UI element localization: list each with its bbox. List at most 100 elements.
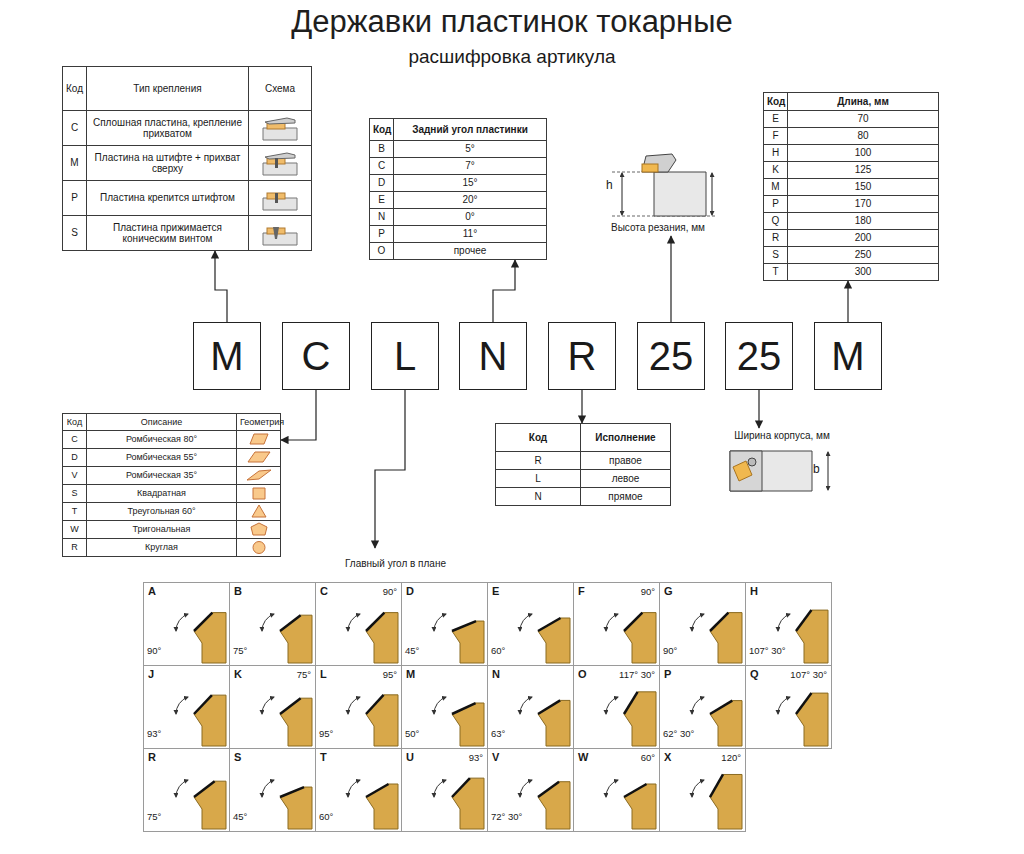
- cell-letter: C: [320, 585, 328, 597]
- connector-arrow: [281, 390, 316, 440]
- table-cell: 70: [857, 113, 868, 124]
- data-table: КодЗадний угол пластинкиB5°C7°D15°E20°N0…: [369, 118, 547, 260]
- cell-letter: B: [234, 585, 242, 597]
- cell-letter: P: [664, 668, 671, 680]
- table-header: Геометрия: [240, 417, 284, 427]
- dimension-figure: Высота резания, мм: [598, 150, 718, 236]
- connector-arrow: [581, 390, 582, 423]
- table-cell: 250: [855, 249, 872, 260]
- angle-value: 90°: [641, 586, 655, 597]
- table-cell: K: [772, 164, 779, 175]
- table-header: Код: [67, 417, 82, 427]
- angle-cell: S45°: [229, 748, 316, 832]
- angle-value: 50°: [405, 728, 419, 739]
- code-table: КодЗадний угол пластинкиB5°C7°D15°E20°N0…: [369, 118, 547, 260]
- table-cell: C: [71, 122, 78, 133]
- angle-cell: O117° 30°: [573, 665, 660, 749]
- cell-letter: H: [750, 585, 758, 597]
- angle-value: 90°: [147, 645, 161, 656]
- table-cell: W: [70, 524, 79, 534]
- cell-letter: L: [320, 668, 327, 680]
- cell-letter: D: [406, 585, 414, 597]
- code-box: L: [371, 322, 439, 390]
- table-header: Код: [373, 124, 391, 135]
- code-box: M: [814, 322, 882, 390]
- cell-letter: T: [320, 751, 327, 763]
- code-letter: M: [831, 334, 864, 379]
- cell-letter: O: [578, 668, 587, 680]
- cell-letter: N: [492, 668, 500, 680]
- code-table: КодДлина, ммE70F80H100K125M150P170Q180R2…: [763, 92, 939, 281]
- code-letter: L: [394, 334, 416, 379]
- table-cell: Круглая: [145, 542, 178, 552]
- angle-value: 62° 30°: [663, 728, 694, 739]
- code-letter: C: [302, 334, 331, 379]
- table-cell: Пластина на штифте + прихват сверху: [95, 152, 241, 175]
- table-cell: H: [772, 147, 779, 158]
- table-cell: T: [72, 506, 78, 516]
- table-cell: Q: [772, 215, 780, 226]
- dimension-letter: h: [606, 178, 618, 192]
- table-cell: правое: [609, 455, 642, 466]
- angle-cell: G90°: [659, 582, 746, 666]
- angle-cell: T 60°: [315, 748, 402, 832]
- code-table: КодТип крепленияСхемаCСплошная пластина,…: [62, 66, 312, 251]
- cell-letter: Q: [750, 668, 759, 680]
- page-title: Державки пластинок токарные: [0, 4, 1024, 40]
- angle-value: 60°: [491, 645, 505, 656]
- angle-value: 75°: [297, 669, 311, 680]
- angle-cell: J93°: [143, 665, 230, 749]
- table-cell: прямое: [608, 491, 642, 502]
- clamp-scheme: [257, 184, 303, 212]
- insert-shape: [245, 540, 273, 555]
- cell-letter: K: [234, 668, 242, 680]
- table-cell: 11°: [463, 228, 477, 239]
- table-cell: R: [71, 542, 78, 552]
- angle-value: 60°: [319, 811, 333, 822]
- angle-cell: L95°95°: [315, 665, 402, 749]
- holder-side-view: [598, 150, 718, 222]
- table-cell: S: [71, 227, 78, 238]
- table-cell: D: [378, 177, 385, 188]
- angle-value: 95°: [383, 669, 397, 680]
- angle-value: 45°: [405, 645, 419, 656]
- table-cell: R: [772, 232, 779, 243]
- insert-shape: [245, 468, 273, 483]
- angle-value: 107° 30°: [790, 669, 827, 680]
- angle-value: 75°: [147, 811, 161, 822]
- data-table: КодИсполнениеRправоеLлевоеNпрямое: [495, 423, 671, 506]
- table-cell: 150: [855, 181, 872, 192]
- table-cell: R: [534, 455, 541, 466]
- connector-arrow: [670, 236, 671, 322]
- code-table: КодОписаниеГеометрияCРомбическая 80°DРом…: [62, 413, 281, 557]
- code-box: 25: [725, 322, 793, 390]
- angle-cell: B75°: [229, 582, 316, 666]
- table-cell: N: [534, 491, 541, 502]
- table-header: Задний угол пластинки: [412, 124, 528, 135]
- table-cell: C: [378, 160, 385, 171]
- angle-cell: W60°: [573, 748, 660, 832]
- angle-cell: K 75°: [229, 665, 316, 749]
- table-header: Код: [66, 83, 83, 94]
- angle-cell: P 62° 30°: [659, 665, 746, 749]
- figure-caption: Ширина корпуса, мм: [722, 428, 842, 441]
- angle-cell: U93°: [401, 748, 488, 832]
- table-cell: прочее: [454, 245, 487, 256]
- angle-grid: Главный угол в планеA90°B75°C90°D45°E60°…: [143, 548, 833, 831]
- grid-heading: Главный угол в плане: [345, 558, 446, 569]
- table-cell: D: [71, 452, 78, 462]
- table-cell: S: [772, 249, 779, 260]
- table-cell: E: [378, 194, 385, 205]
- connector-arrow: [847, 281, 848, 322]
- table-cell: L: [535, 473, 541, 484]
- angle-value: 120°: [721, 752, 741, 763]
- table-cell: B: [378, 143, 385, 154]
- table-cell: T: [772, 266, 778, 277]
- table-cell: O: [378, 245, 386, 256]
- angle-cell: V72° 30°: [487, 748, 574, 832]
- table-cell: Пластина крепится штифтом: [100, 192, 235, 203]
- data-table: КодОписаниеГеометрияCРомбическая 80°DРом…: [62, 413, 281, 557]
- code-letter: N: [479, 334, 508, 379]
- figure-caption: Высота резания, мм: [598, 222, 718, 233]
- angle-cell: M50°: [401, 665, 488, 749]
